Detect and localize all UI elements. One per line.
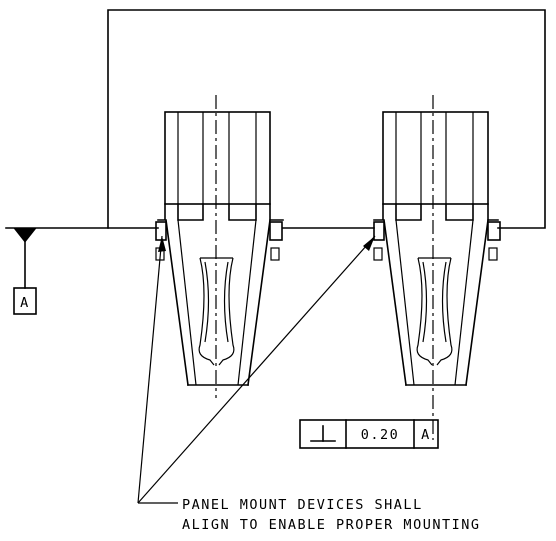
note-line-2: ALIGN TO ENABLE PROPER MOUNTING <box>182 517 480 533</box>
fcf-datum-label: A <box>421 427 431 443</box>
panel-frame <box>5 9 546 229</box>
tolerance-value: 0.20 <box>361 427 400 443</box>
feature-control-frame: 0.20 A <box>299 419 439 449</box>
leader-lines <box>137 235 376 504</box>
leader-arrow-left-icon <box>158 236 166 252</box>
datum-symbol: A <box>12 227 38 315</box>
datum-label: A <box>20 295 30 311</box>
note-line-1: PANEL MOUNT DEVICES SHALL <box>182 497 423 513</box>
datum-triangle-icon <box>12 227 38 243</box>
connector-left <box>155 95 284 398</box>
perpendicularity-icon <box>310 425 336 442</box>
connector-right <box>373 95 501 440</box>
leader-arrow-right-icon <box>363 236 375 251</box>
datum-box <box>13 287 37 315</box>
